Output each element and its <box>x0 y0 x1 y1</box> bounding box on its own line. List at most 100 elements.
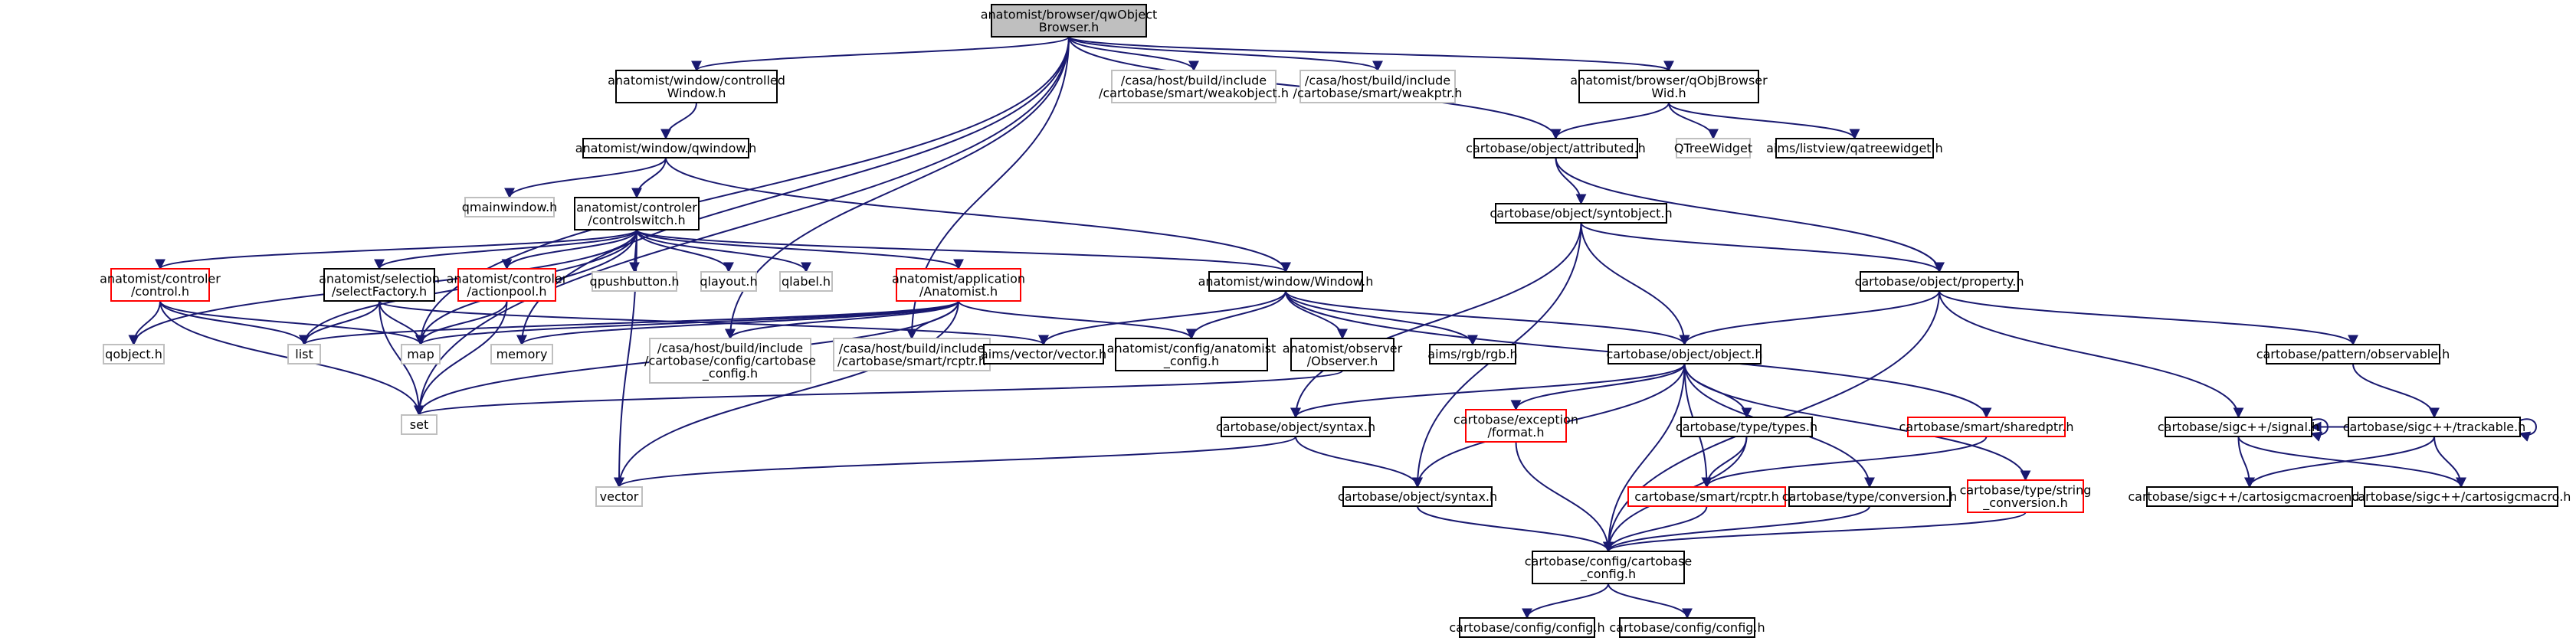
edge <box>159 300 426 346</box>
node-observer[interactable]: anatomist/observer/Observer.h <box>1283 338 1403 371</box>
node-label-line: cartobase/smart/sharedptr.h <box>1899 420 2073 434</box>
edge <box>501 229 637 270</box>
node-label-line: cartobase/object/attributed.h <box>1466 141 1646 155</box>
node-box <box>1788 486 1951 507</box>
node-map[interactable]: map <box>401 344 441 364</box>
node-qpushbutton[interactable]: qpushbutton.h <box>590 271 680 292</box>
edge-ctrlWin-to-qwindow <box>660 102 697 140</box>
node-macroend[interactable]: cartobase/sigc++/cartosigcmacroend.h <box>2128 486 2371 507</box>
node-strconv[interactable]: cartobase/type/string_conversion.h <box>1960 479 2092 513</box>
node-sharedptr[interactable]: cartobase/smart/sharedptr.h <box>1899 417 2074 437</box>
edge-windowh-to-aimsvector <box>1038 290 1286 346</box>
node-label-line: Browser.h <box>1039 20 1100 34</box>
node-selfactory[interactable]: anatomist/selection/selectFactory.h <box>319 268 440 302</box>
node-cbconfig[interactable]: /casa/host/build/include/cartobase/confi… <box>644 338 816 384</box>
edge <box>1603 512 2027 553</box>
node-anatomisth[interactable]: anatomist/application/Anatomist.h <box>892 268 1025 302</box>
node-observable[interactable]: cartobase/pattern/observable.h <box>2256 344 2450 364</box>
node-box <box>1290 338 1395 371</box>
node-box <box>1680 417 1813 437</box>
edge <box>504 157 667 199</box>
edge <box>1285 290 1478 346</box>
node-box <box>1860 271 2019 292</box>
edge-objecth-to-format <box>1510 363 1686 411</box>
edge <box>1510 363 1686 411</box>
node-qwindow[interactable]: anatomist/window/qwindow.h <box>575 138 757 159</box>
edge <box>1668 102 1719 140</box>
node-trackable[interactable]: cartobase/sigc++/trackable.h <box>2343 417 2526 437</box>
node-types[interactable]: cartobase/type/types.h <box>1676 417 1817 437</box>
node-weakptr[interactable]: /casa/host/build/include/cartobase/smart… <box>1293 70 1463 103</box>
node-ctrlswitch[interactable]: anatomist/controler/controlswitch.h <box>574 197 700 230</box>
edge <box>1701 436 1748 489</box>
node-label-line: /cartobase/config/cartobase <box>644 354 816 368</box>
node-macro[interactable]: cartobase/sigc++/cartosigcmacro.h <box>2352 486 2571 507</box>
edge-ctrlswitch-to-qlabel <box>636 229 811 273</box>
edge-control-to-qobject <box>128 300 161 346</box>
node-box <box>287 344 321 364</box>
node-objecth[interactable]: cartobase/object/object.h <box>1607 344 1763 364</box>
node-actionpool[interactable]: anatomist/controler/actionpool.h <box>447 268 568 302</box>
node-label-line: anatomist/config/anatomist <box>1107 341 1277 355</box>
node-cbconfig2[interactable]: cartobase/config/cartobase_config.h <box>1525 551 1693 584</box>
node-label-line: _config.h <box>702 366 758 381</box>
edge <box>1608 583 1693 619</box>
node-weakobj[interactable]: /casa/host/build/include/cartobase/smart… <box>1099 70 1289 103</box>
node-label-line: cartobase/object/syntax.h <box>1216 420 1375 434</box>
node-format[interactable]: cartobase/exception/format.h <box>1454 409 1578 443</box>
node-aimsvector[interactable]: aims/vector/vector.h <box>981 344 1106 364</box>
edge <box>516 300 959 346</box>
edge-rcptr-to-cbconfig2 <box>1603 505 1708 553</box>
edge-format-to-cbconfig2 <box>1515 441 1614 553</box>
edge-syntaxB-to-cbconfig2 <box>1417 505 1614 553</box>
node-box <box>103 344 165 364</box>
node-anaconfig[interactable]: anatomist/config/anatomist_config.h <box>1107 338 1277 371</box>
node-attributed[interactable]: cartobase/object/attributed.h <box>1466 138 1646 159</box>
node-box <box>1967 479 2084 513</box>
node-syntaxA[interactable]: cartobase/object/syntax.h <box>1216 417 1375 437</box>
node-label-line: cartobase/sigc++/signal.h <box>2158 420 2319 434</box>
node-qobject[interactable]: qobject.h <box>103 344 165 364</box>
node-set[interactable]: set <box>401 414 438 435</box>
node-syntobject[interactable]: cartobase/object/syntobject.h <box>1490 203 1673 224</box>
edge <box>660 102 697 140</box>
node-label-line: Wid.h <box>1651 86 1686 100</box>
edge-root-to-weakobj <box>1068 36 1199 72</box>
node-rcptr[interactable]: cartobase/smart/rcptr.h <box>1627 486 1786 507</box>
node-rcptrcasa[interactable]: /casa/host/build/include/cartobase/smart… <box>833 338 991 371</box>
node-qtreewidget[interactable]: QTreeWidget <box>1674 138 1752 159</box>
edge <box>1285 290 1348 340</box>
node-label-line: cartobase/config/config.h <box>1609 620 1765 635</box>
node-memory[interactable]: memory <box>490 344 553 364</box>
node-conversion[interactable]: cartobase/type/conversion.h <box>1782 486 1957 507</box>
edge-windowh-to-anaconfig <box>1186 290 1286 340</box>
node-configA[interactable]: cartobase/config/config.h <box>1449 617 1605 638</box>
node-control[interactable]: anatomist/controler/control.h <box>100 268 221 302</box>
node-property[interactable]: cartobase/object/property.h <box>1855 271 2024 292</box>
node-vector[interactable]: vector <box>595 486 643 507</box>
edge-sharedptr-to-rcptr <box>1701 436 1988 489</box>
node-signal[interactable]: cartobase/sigc++/signal.h <box>2158 417 2319 437</box>
node-qlabel[interactable]: qlabel.h <box>779 271 833 292</box>
node-label-line: qlabel.h <box>782 274 831 289</box>
edge-windowh-to-observer <box>1285 290 1348 340</box>
node-aimsrgb[interactable]: aims/rgb/rgb.h <box>1427 344 1518 364</box>
node-box <box>649 338 811 384</box>
node-configB[interactable]: cartobase/config/config.h <box>1609 617 1765 638</box>
node-qmainwindow[interactable]: qmainwindow.h <box>462 197 558 217</box>
node-qatree[interactable]: aims/listview/qatreewidget.h <box>1766 138 1943 159</box>
node-label-line: cartobase/object/syntax.h <box>1338 489 1497 504</box>
node-windowh[interactable]: anatomist/window/Window.h <box>1198 271 1374 292</box>
node-syntaxB[interactable]: cartobase/object/syntax.h <box>1338 486 1497 507</box>
node-box <box>2348 417 2521 437</box>
node-qlayout[interactable]: qlayout.h <box>700 271 758 292</box>
node-list[interactable]: list <box>287 344 321 364</box>
edge-anatomisth-to-rcptrcasa <box>906 300 959 340</box>
node-box <box>1111 70 1277 103</box>
edge-property-to-signal <box>1939 290 2244 419</box>
